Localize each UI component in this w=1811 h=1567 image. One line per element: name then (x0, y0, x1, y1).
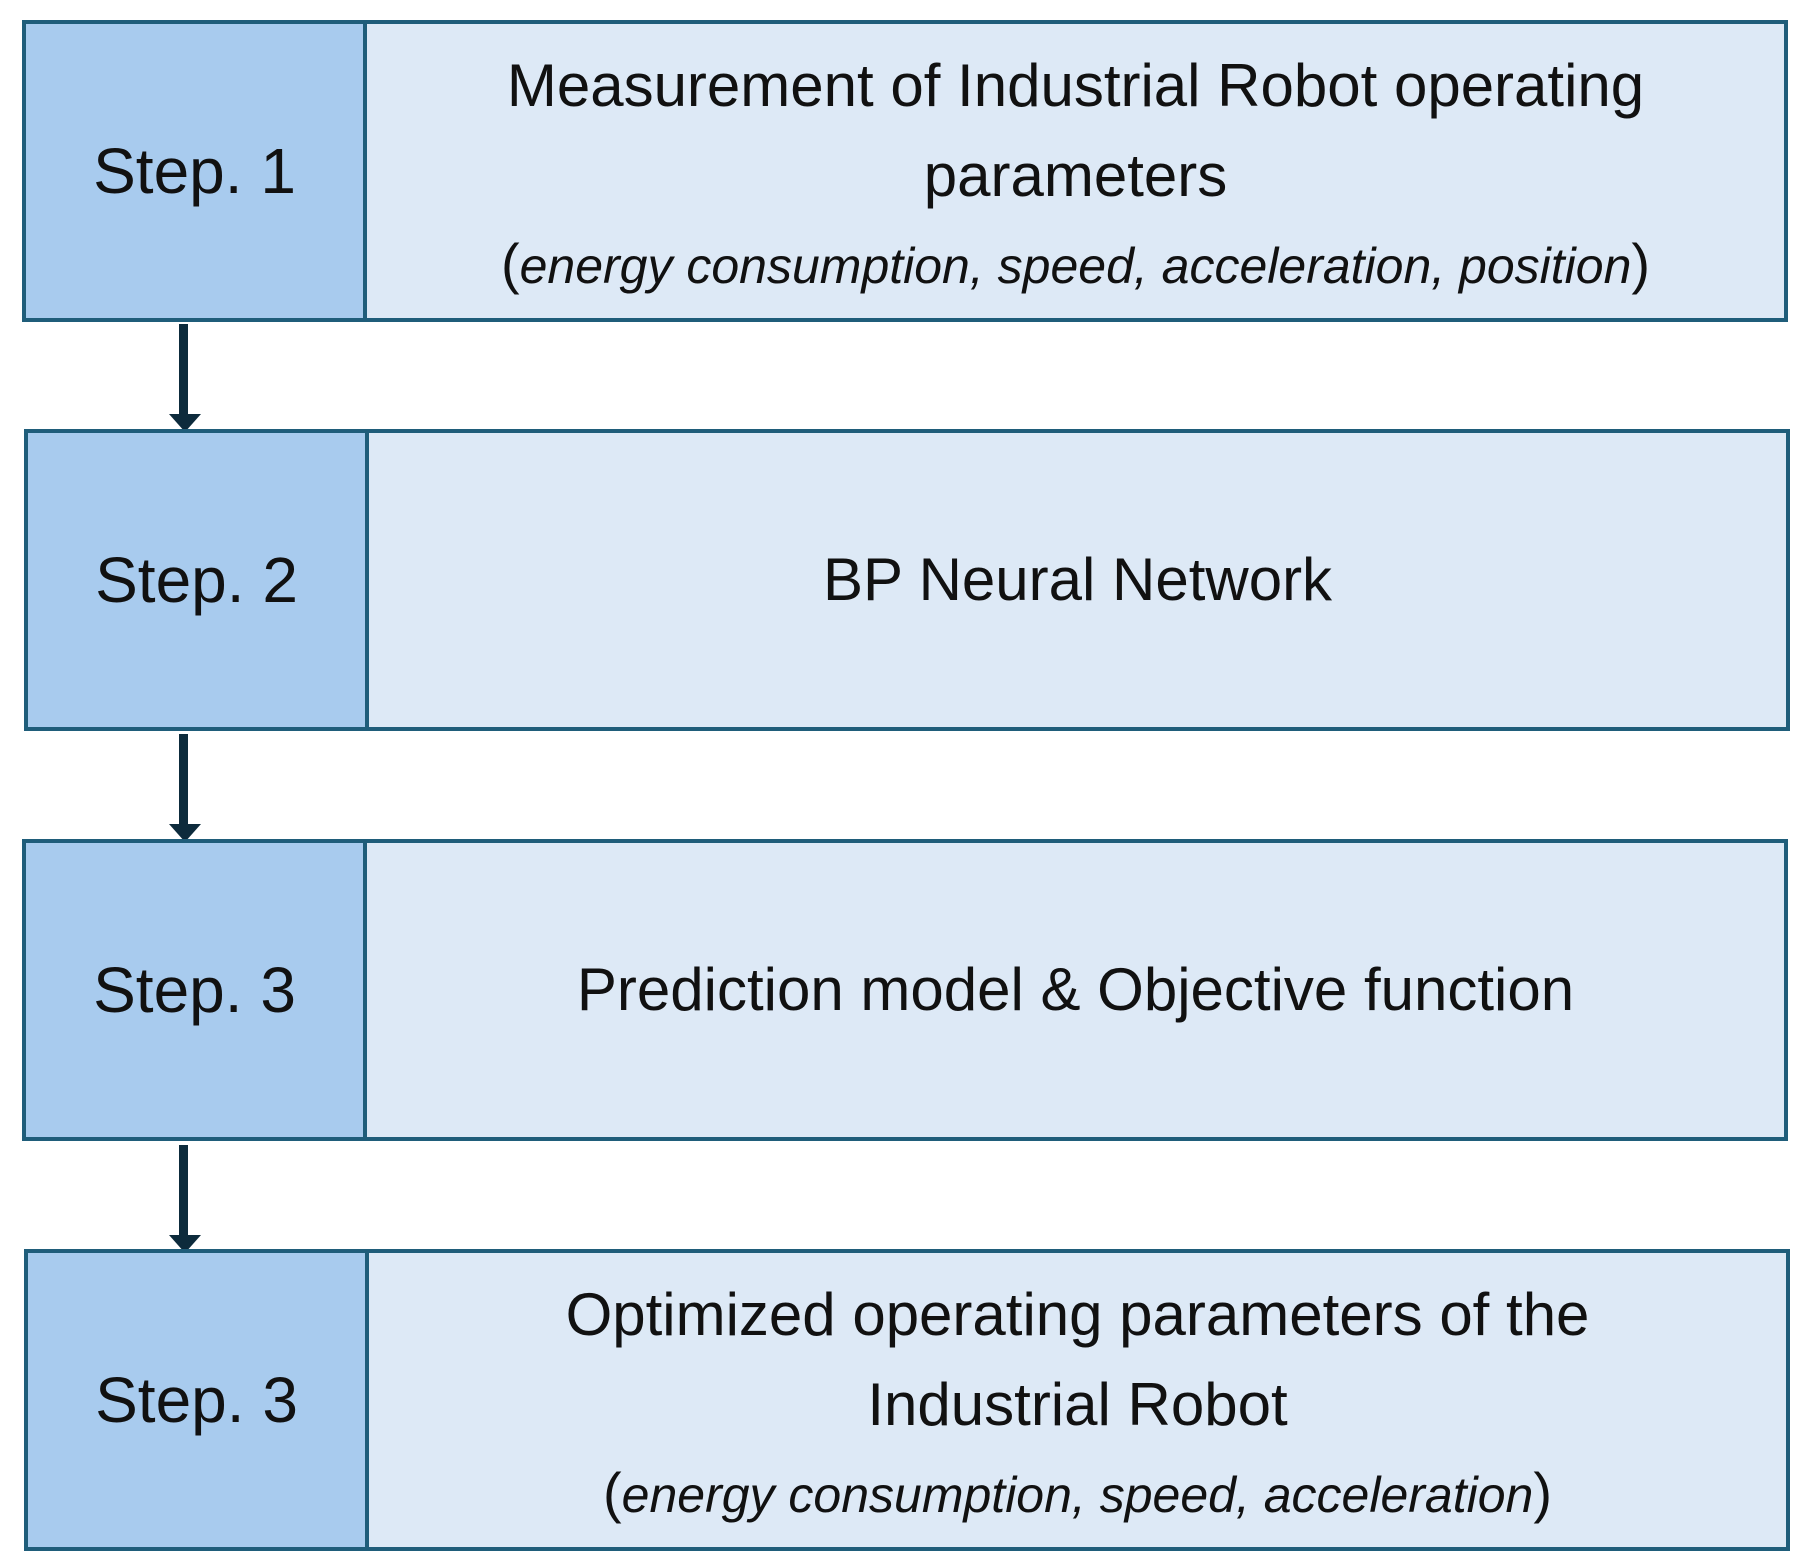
step-1-content: Measurement of Industrial Robot operatin… (367, 24, 1784, 318)
step-2-title: BP Neural Network (822, 546, 1333, 613)
step-4-label: Step. 3 (28, 1253, 369, 1547)
step-1-detail: (energy consumption, speed, acceleration… (501, 229, 1650, 301)
step-4-detail-close: ) (1533, 1461, 1552, 1524)
step-4-detail-text: energy consumption, speed, acceleration (621, 1467, 1534, 1523)
arrow-down-3 (169, 1145, 201, 1253)
step-3-content: Prediction model & Objective function (367, 843, 1784, 1137)
step-1-detail-text: energy consumption, speed, acceleration,… (519, 238, 1632, 294)
step-4-title-line1: Optimized operating parameters of the (565, 1281, 1590, 1348)
arrow-down-2 (169, 734, 201, 842)
step-1-title-line2: parameters (923, 142, 1228, 209)
step-4-content: Optimized operating parameters of the In… (369, 1253, 1786, 1547)
step-4-box: Step. 3 Optimized operating parameters o… (24, 1249, 1790, 1551)
step-1-detail-close: ) (1631, 232, 1651, 295)
step-1-label: Step. 1 (26, 24, 367, 318)
step-1-title-line1: Measurement of Industrial Robot operatin… (506, 52, 1645, 119)
step-2-label: Step. 2 (28, 433, 369, 727)
step-3-box: Step. 3 Prediction model & Objective fun… (22, 839, 1788, 1141)
step-2-content: BP Neural Network (369, 433, 1786, 727)
step-1-detail-open: ( (500, 232, 520, 295)
step-4-title-line2: Industrial Robot (867, 1371, 1288, 1438)
arrow-down-1 (169, 324, 201, 432)
step-1-box: Step. 1 Measurement of Industrial Robot … (22, 20, 1788, 322)
step-3-title: Prediction model & Objective function (576, 956, 1575, 1023)
step-3-label: Step. 3 (26, 843, 367, 1137)
step-4-detail-open: ( (603, 1461, 622, 1524)
step-4-detail: (energy consumption, speed, acceleration… (603, 1458, 1552, 1530)
step-2-box: Step. 2 BP Neural Network (24, 429, 1790, 731)
